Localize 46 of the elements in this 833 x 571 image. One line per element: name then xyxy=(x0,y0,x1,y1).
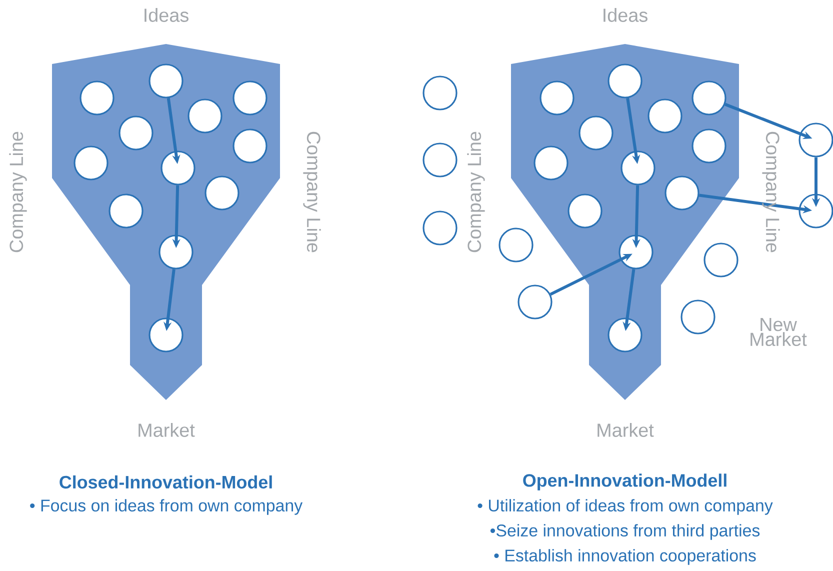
funnel-label: New Market xyxy=(750,318,807,346)
idea-circle xyxy=(74,146,108,180)
idea-circle xyxy=(680,300,716,334)
idea-circle xyxy=(148,64,184,98)
idea-circle xyxy=(422,76,458,110)
bullet-point: • Establish innovation cooperations xyxy=(494,549,756,565)
idea-circle xyxy=(498,228,534,262)
idea-circle xyxy=(158,234,194,270)
idea-circle xyxy=(422,210,458,246)
bullet-point: • Focus on ideas from own company xyxy=(30,499,303,515)
funnel-label: Ideas xyxy=(144,8,188,22)
idea-circle xyxy=(648,98,682,134)
funnel-label: Company Line xyxy=(303,132,321,252)
idea-circle xyxy=(692,128,726,164)
funnel-label: Ideas xyxy=(604,8,648,22)
idea-circle xyxy=(188,98,222,134)
idea-circle xyxy=(108,194,144,228)
bullet-point: •Seize innovations from third parties xyxy=(490,524,760,540)
idea-circle xyxy=(540,80,574,116)
idea-circle xyxy=(232,80,268,116)
idea-circle xyxy=(608,318,642,352)
idea-circle xyxy=(704,242,738,278)
bullet-point: • Utilization of ideas from own company xyxy=(478,499,773,515)
funnel-label: Company Line xyxy=(762,132,780,252)
idea-circle xyxy=(618,234,654,270)
idea-circle xyxy=(578,116,614,150)
idea-circle xyxy=(568,194,602,228)
funnel-label: Market xyxy=(138,423,195,437)
funnel-label: Company Line xyxy=(9,132,27,252)
idea-circle xyxy=(518,284,552,320)
model-heading: Open-Innovation-Modell xyxy=(523,474,726,490)
idea-circle xyxy=(620,150,656,186)
model-heading: Closed-Innovation-Model xyxy=(60,475,272,489)
funnel-label: Company Line xyxy=(467,132,485,252)
idea-circle xyxy=(80,80,114,116)
idea-circle xyxy=(232,128,268,164)
idea-circle xyxy=(692,80,726,116)
idea-circle xyxy=(664,176,700,210)
idea-circle xyxy=(422,142,458,178)
idea-circle xyxy=(534,146,568,180)
idea-circle xyxy=(118,116,154,150)
funnel-label: Market xyxy=(598,423,654,437)
idea-circle xyxy=(148,318,184,352)
idea-circle xyxy=(608,64,642,98)
idea-circle xyxy=(160,150,196,186)
idea-circle xyxy=(204,176,240,210)
